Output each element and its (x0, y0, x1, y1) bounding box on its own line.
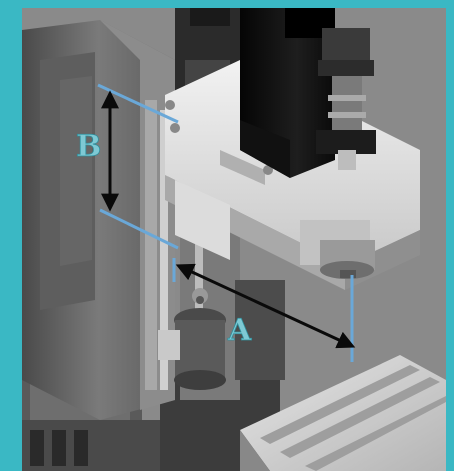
machine-column (22, 20, 175, 420)
dimension-a-label: A (227, 313, 252, 348)
air-cylinder (316, 28, 376, 170)
spindle-nose (320, 240, 375, 279)
dimension-a-arrow (175, 263, 356, 349)
dimension-b-bottom-line (99, 208, 179, 250)
dimension-arrows (101, 90, 356, 349)
spindle-motor (240, 8, 335, 178)
worktable (240, 355, 446, 471)
dimension-b-label: B (76, 129, 101, 164)
